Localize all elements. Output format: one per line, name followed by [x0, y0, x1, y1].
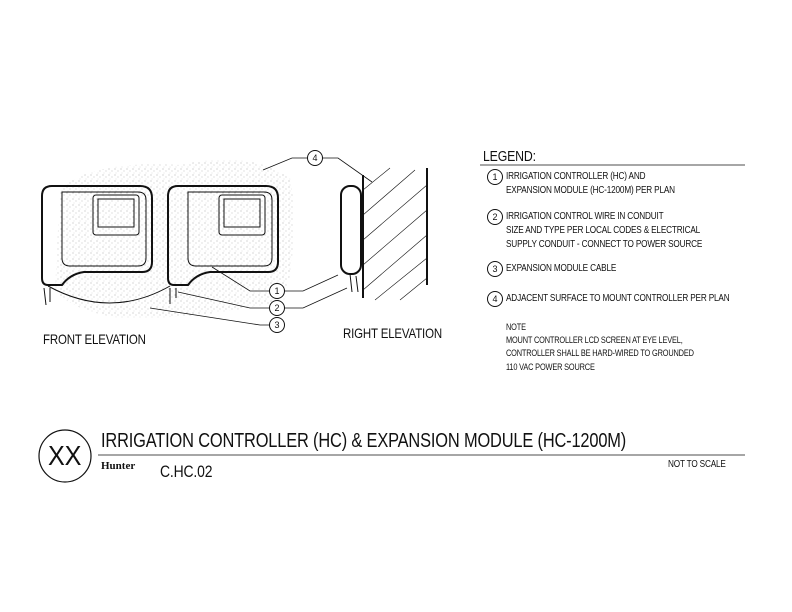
legend-number: 4 — [487, 291, 503, 307]
legend-text: EXPANSION MODULE CABLE — [506, 263, 617, 274]
legend-title: LEGEND: — [483, 148, 536, 165]
callout-2: 2 — [269, 300, 285, 316]
legend-text: SUPPLY CONDUIT - CONNECT TO POWER SOURCE — [506, 239, 703, 250]
right-elevation-label: RIGHT ELEVATION — [343, 325, 442, 341]
legend-text: SIZE AND TYPE PER LOCAL CODES & ELECTRIC… — [506, 225, 701, 236]
callout-1: 1 — [269, 283, 285, 299]
legend-text: IRRIGATION CONTROLLER (HC) AND — [506, 171, 646, 182]
note-line: MOUNT CONTROLLER LCD SCREEN AT EYE LEVEL… — [506, 335, 683, 345]
expansion-module-front — [167, 185, 279, 304]
note-title: NOTE — [506, 322, 526, 332]
scale-note: NOT TO SCALE — [668, 459, 726, 470]
note-line: CONTROLLER SHALL BE HARD-WIRED TO GROUND… — [506, 348, 694, 358]
detail-code: C.HC.02 — [160, 462, 213, 481]
front-elevation-label: FRONT ELEVATION — [43, 331, 146, 347]
legend-number: 3 — [487, 261, 503, 277]
controller-side — [340, 167, 428, 301]
detail-id: XX — [48, 440, 82, 471]
legend-text: EXPANSION MODULE (HC-1200M) PER PLAN — [506, 185, 675, 196]
controller-front — [41, 185, 171, 306]
hunter-logo: Hunter — [101, 460, 136, 472]
legend-number: 2 — [487, 209, 503, 225]
legend-number: 1 — [487, 169, 503, 185]
detail-title: IRRIGATION CONTROLLER (HC) & EXPANSION M… — [101, 430, 627, 452]
callout-3: 3 — [269, 317, 285, 333]
legend-text: ADJACENT SURFACE TO MOUNT CONTROLLER PER… — [506, 293, 730, 304]
stipple-surface — [55, 159, 294, 319]
note-line: 110 VAC POWER SOURCE — [506, 362, 595, 372]
callout-4: 4 — [307, 150, 323, 166]
leader-lines — [98, 157, 745, 456]
legend-text: IRRIGATION CONTROL WIRE IN CONDUIT — [506, 211, 664, 222]
detail-bubble — [38, 429, 92, 483]
